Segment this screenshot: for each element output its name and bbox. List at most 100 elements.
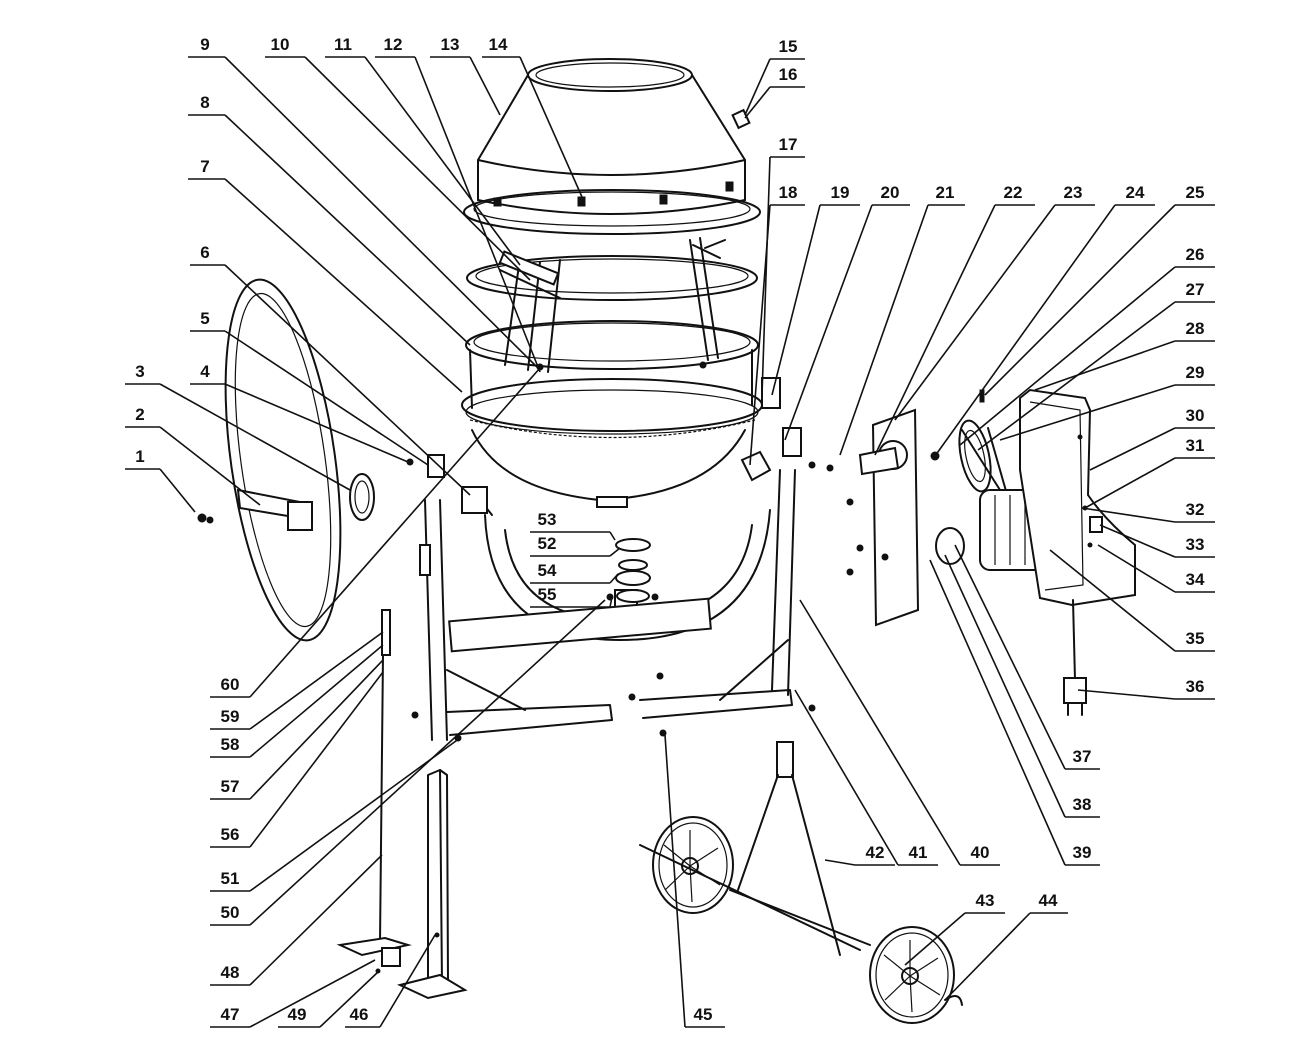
callout-number: 32 (1186, 500, 1205, 519)
callout-number: 22 (1004, 183, 1023, 202)
callout-leader (159, 468, 196, 513)
callout-leader (1049, 549, 1176, 652)
callout-leader (519, 56, 583, 198)
callout-leader (379, 934, 436, 1028)
callout-44: 44 (944, 891, 1068, 1001)
callout-number: 29 (1186, 363, 1205, 382)
callout-15: 15 (744, 37, 805, 116)
callout-number: 35 (1186, 629, 1205, 648)
callout-leader (944, 912, 1031, 1001)
callout-number: 34 (1186, 570, 1205, 589)
callout-number: 47 (221, 1005, 240, 1024)
callout-53: 53 (530, 510, 616, 541)
callout-27: 27 (977, 280, 1215, 451)
callout-leader (904, 912, 966, 966)
callout-37: 37 (954, 544, 1100, 770)
callout-number: 25 (1186, 183, 1205, 202)
callout-51: 51 (210, 737, 461, 892)
callout-leader (304, 56, 531, 281)
callout-43: 43 (904, 891, 1005, 966)
callout-number: 40 (971, 843, 990, 862)
callout-number: 36 (1186, 677, 1205, 696)
callout-number: 1 (135, 447, 144, 466)
callout-39: 39 (929, 559, 1100, 866)
callout-19: 19 (771, 183, 860, 396)
callout-30: 30 (1089, 406, 1215, 471)
callout-leader (224, 56, 541, 371)
callout-29: 29 (999, 363, 1215, 441)
callout-number: 27 (1186, 280, 1205, 299)
callout-leader (761, 156, 771, 396)
right-stand (628, 377, 816, 737)
callout-24: 24 (934, 183, 1155, 457)
callout-leader (469, 56, 501, 116)
callout-number: 28 (1186, 319, 1205, 338)
drum-cradle (448, 509, 771, 653)
callout-number: 45 (694, 1005, 713, 1024)
callout-leader (959, 266, 1176, 446)
callout-number: 20 (881, 183, 900, 202)
callout-leader (744, 58, 771, 116)
callout-number: 52 (538, 534, 557, 553)
callout-number: 44 (1039, 891, 1058, 910)
callout-47: 47 (210, 959, 376, 1028)
callout-leader (894, 204, 1056, 421)
callout-number: 56 (221, 825, 240, 844)
callout-2: 2 (125, 405, 261, 506)
callout-leader (874, 204, 996, 456)
callout-number: 14 (489, 35, 508, 54)
callout-41: 41 (794, 689, 938, 866)
callout-number: 7 (200, 157, 209, 176)
callout-number: 31 (1186, 436, 1205, 455)
callout-leader (999, 384, 1176, 441)
callout-number: 54 (538, 561, 557, 580)
callout-54: 54 (530, 561, 619, 584)
callout-leader (159, 426, 261, 506)
callout-8: 8 (188, 93, 471, 346)
callout-number: 18 (779, 183, 798, 202)
callout-59: 59 (210, 631, 384, 730)
callout-number: 39 (1073, 843, 1092, 862)
callout-35: 35 (1049, 549, 1215, 652)
callout-13: 13 (430, 35, 501, 116)
callout-leader (414, 56, 541, 373)
callout-number: 30 (1186, 406, 1205, 425)
callout-number: 59 (221, 707, 240, 726)
callout-number: 37 (1073, 747, 1092, 766)
callout-number: 55 (538, 585, 557, 604)
callout-number: 16 (779, 65, 798, 84)
callout-number: 2 (135, 405, 144, 424)
mount-plate (808, 408, 920, 627)
callout-3: 3 (125, 362, 351, 491)
callout-57: 57 (210, 659, 384, 800)
callout-25: 25 (984, 183, 1215, 396)
callout-58: 58 (210, 644, 384, 758)
callout-leader (609, 596, 613, 608)
callout-number: 8 (200, 93, 209, 112)
callout-number: 42 (866, 843, 885, 862)
blade-assembly (466, 237, 758, 373)
callout-leader (929, 559, 1066, 866)
callout-17: 17 (761, 135, 805, 396)
callout-55: 55 (530, 585, 613, 608)
callout-leader (799, 599, 961, 866)
callout-56: 56 (210, 671, 384, 848)
callout-number: 26 (1186, 245, 1205, 264)
callout-leader (224, 330, 429, 466)
callout-number: 38 (1073, 795, 1092, 814)
callout-number: 53 (538, 510, 557, 529)
motor-cover (1019, 388, 1136, 716)
callout-number: 57 (221, 777, 240, 796)
callout-leader (1089, 427, 1176, 471)
lock-rod (336, 609, 412, 974)
callout-leader (749, 204, 771, 466)
callout-16: 16 (744, 65, 805, 119)
callout-46: 46 (345, 934, 436, 1028)
callout-number: 49 (288, 1005, 307, 1024)
callout-leader (794, 689, 899, 866)
front-leg (397, 769, 468, 1000)
callout-number: 43 (976, 891, 995, 910)
callout-leader (609, 547, 621, 557)
